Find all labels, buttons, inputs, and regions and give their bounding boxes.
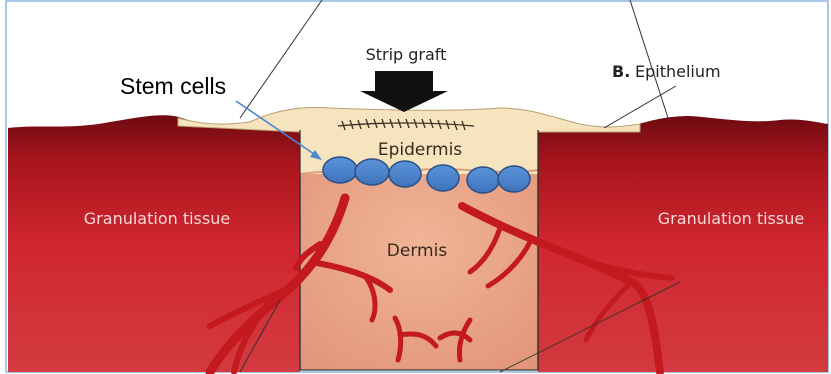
stem-cell (498, 166, 530, 192)
granulation-tissue-left-label: Granulation tissue (84, 209, 230, 228)
stem-cell (323, 157, 357, 183)
epithelium-label: Epithelium (635, 62, 721, 81)
stem-cell (389, 161, 421, 187)
epidermis-label: Epidermis (378, 140, 462, 160)
granulation-tissue-left (8, 115, 300, 372)
strip-graft-label: Strip graft (366, 45, 447, 64)
stem-cells-label: Stem cells (120, 73, 226, 99)
stem-cell (467, 167, 499, 193)
granulation-tissue-right-label: Granulation tissue (658, 209, 804, 228)
epithelium-prefix-label: B. (612, 62, 630, 81)
perspective-line-left (240, 0, 322, 118)
dermis-label: Dermis (387, 241, 448, 261)
perspective-line-right (630, 0, 668, 118)
strip-graft-arrow (360, 71, 448, 112)
granulation-tissue-right (538, 116, 828, 372)
stem-cell (427, 165, 459, 191)
stem-cell (355, 159, 389, 185)
